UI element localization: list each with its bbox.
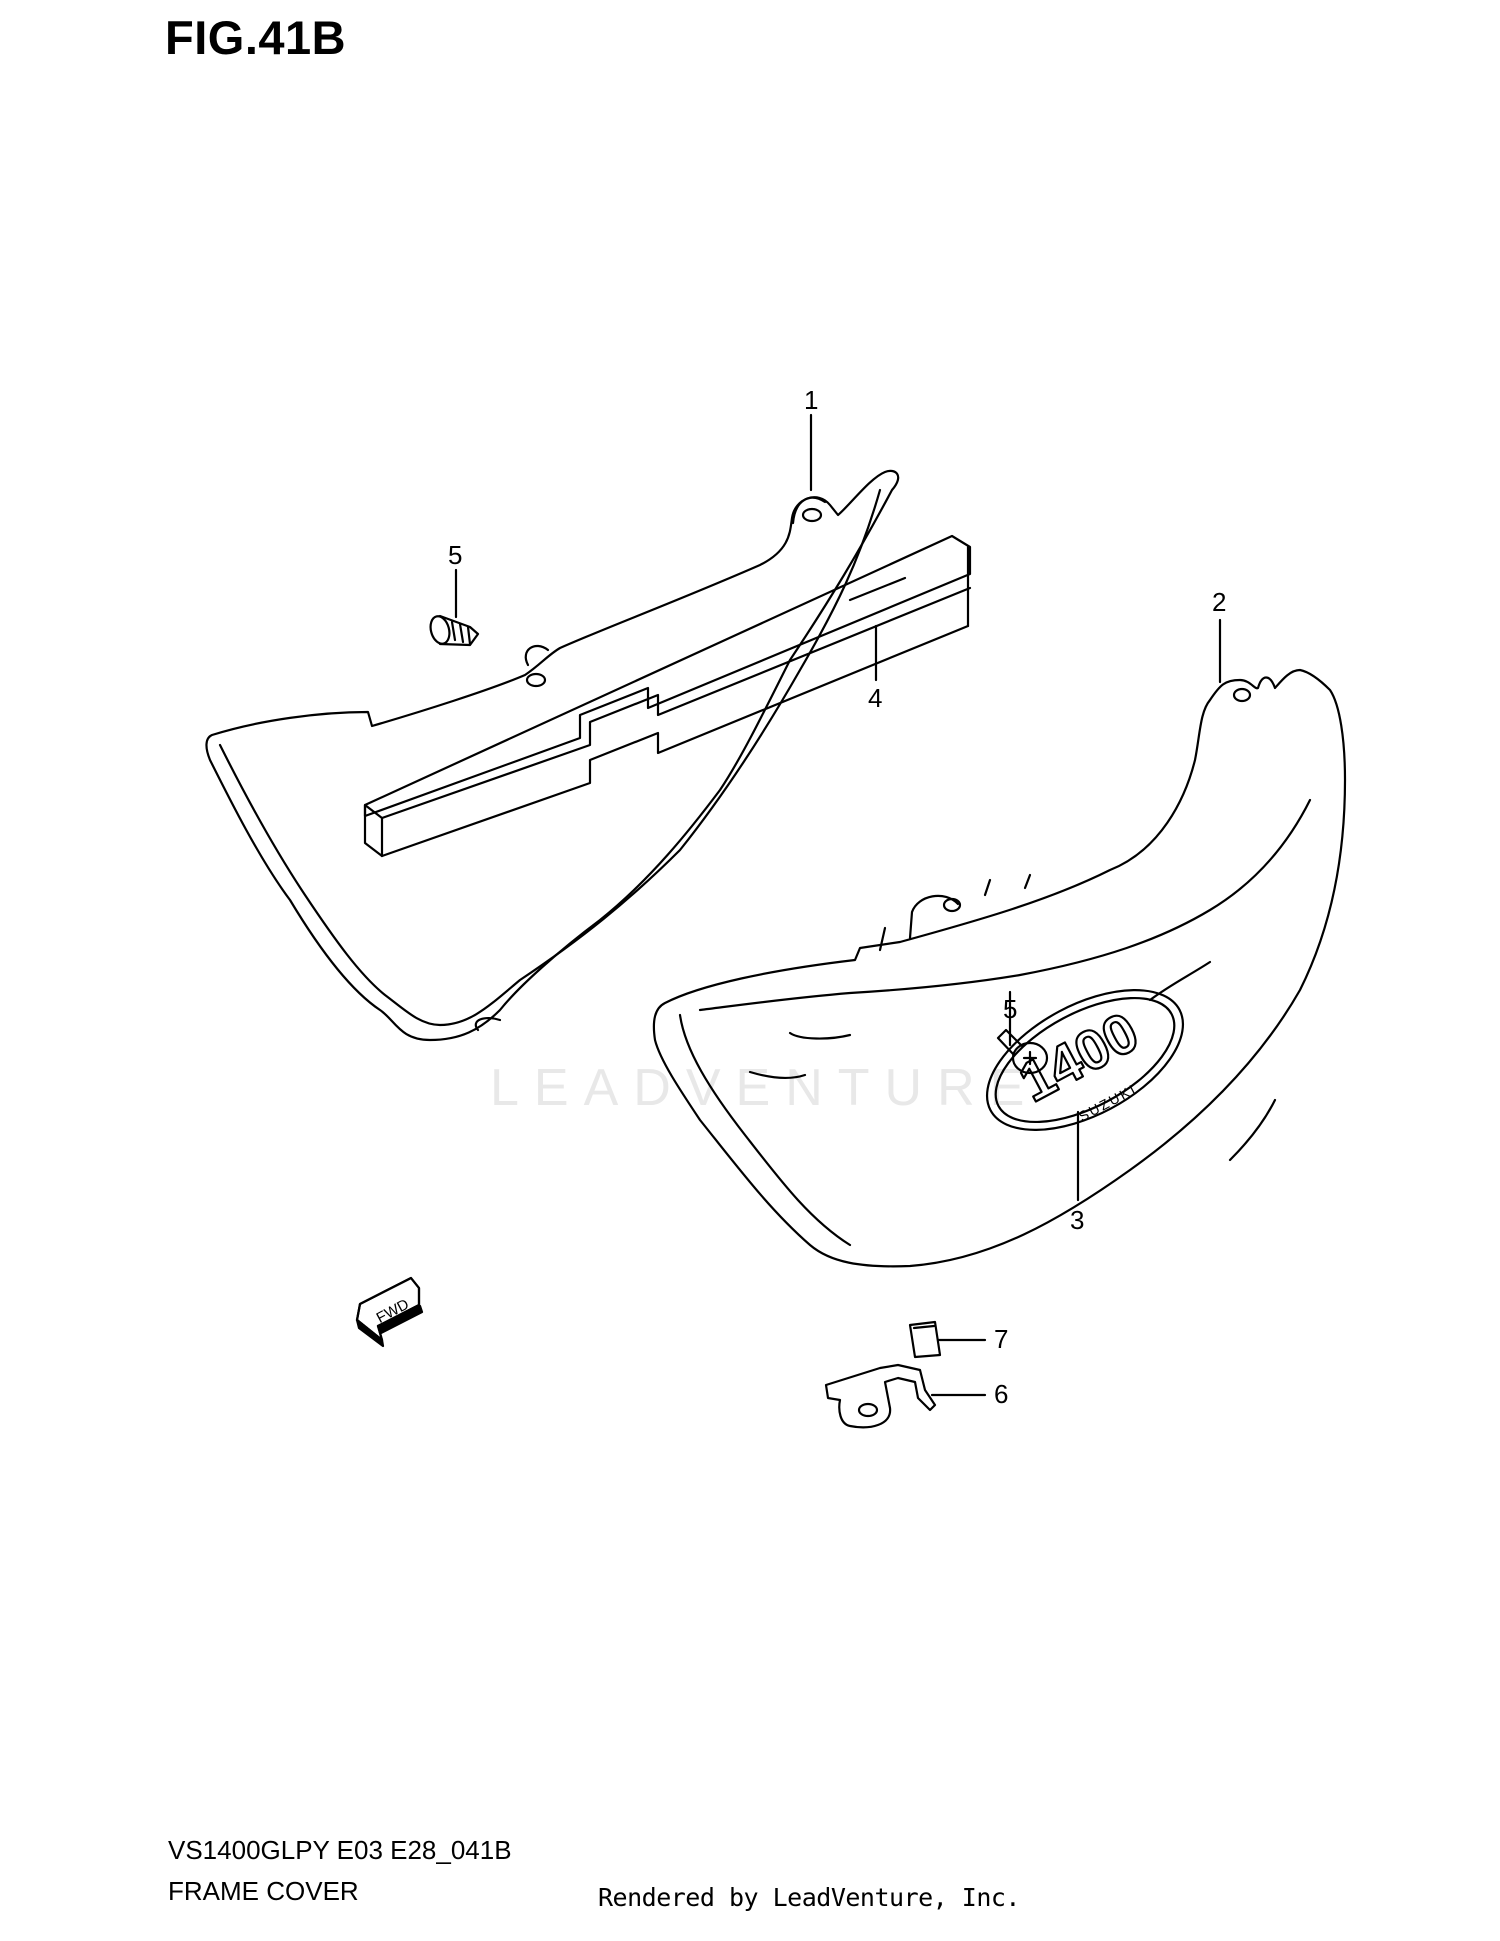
callout-5b: 5 xyxy=(1003,994,1017,1024)
left-frame-cover[interactable] xyxy=(205,469,900,1042)
bracket[interactable] xyxy=(824,1363,937,1429)
callout-1: 1 xyxy=(804,385,818,415)
section-name: FRAME COVER xyxy=(168,1876,359,1906)
callout-3: 3 xyxy=(1070,1205,1084,1235)
screw-upper[interactable] xyxy=(428,614,480,647)
right-frame-cover[interactable] xyxy=(652,668,1347,1268)
emblem[interactable] xyxy=(965,961,1206,1159)
callout-6: 6 xyxy=(994,1379,1008,1409)
rendered-by-credit: Rendered by LeadVenture, Inc. xyxy=(598,1883,1021,1912)
trim-strip[interactable] xyxy=(363,534,972,858)
callout-5a: 5 xyxy=(448,540,462,570)
callout-7: 7 xyxy=(994,1324,1008,1354)
model-code: VS1400GLPY E03 E28_041B xyxy=(168,1835,512,1865)
callout-4: 4 xyxy=(868,683,882,713)
screw-lower[interactable] xyxy=(996,1028,1049,1075)
callout-2: 2 xyxy=(1212,587,1226,617)
figure-title: FIG.41B xyxy=(165,11,347,64)
pad[interactable] xyxy=(908,1320,942,1359)
leadventure-watermark: LEADVENTURE xyxy=(490,1059,1040,1117)
fwd-arrow-icon xyxy=(355,1276,424,1348)
leader-lines xyxy=(454,413,1222,1397)
